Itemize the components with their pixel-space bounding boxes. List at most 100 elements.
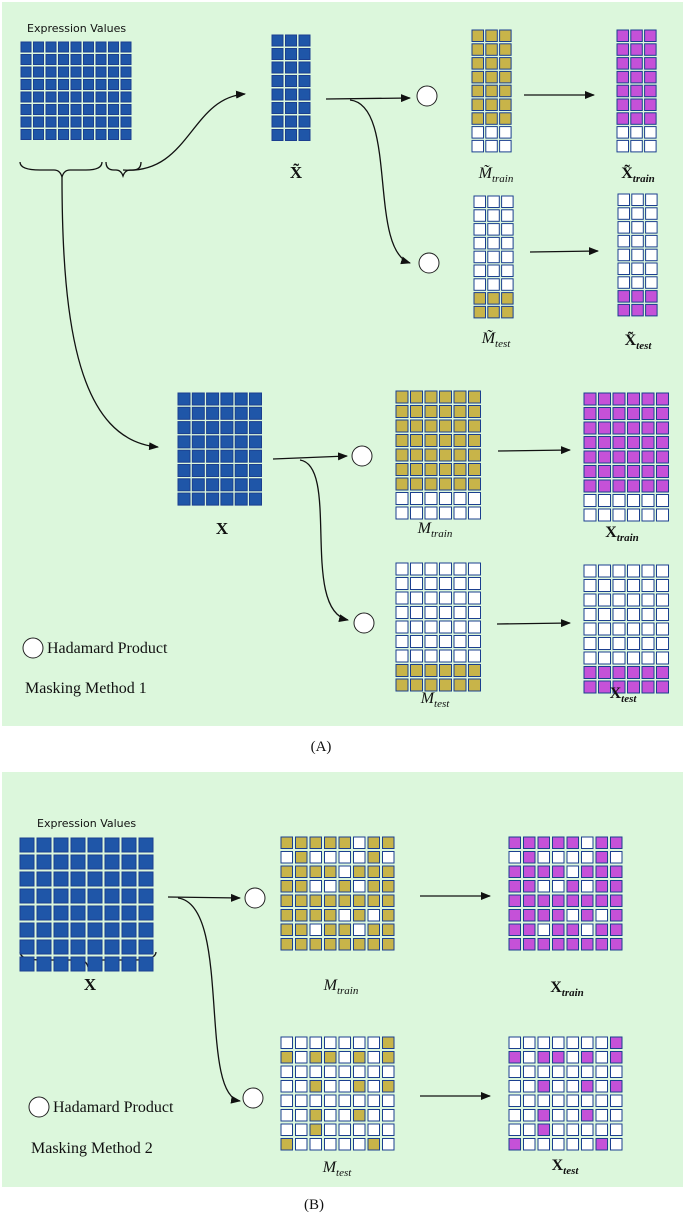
matrix-cell: [617, 303, 630, 317]
matrix-cell: [120, 66, 132, 78]
matrix-cell: [598, 465, 611, 478]
matrix-cell: [656, 637, 669, 650]
matrix-cell: [566, 1094, 579, 1107]
matrix-cell: [598, 666, 611, 679]
matrix-cell: [410, 606, 423, 619]
matrix-cell: [610, 1036, 623, 1049]
matrix-cell: [424, 664, 438, 677]
matrix-cell: [583, 651, 597, 665]
matrix-cell: [285, 115, 297, 128]
matrix-cell: [537, 1138, 550, 1151]
matrix-cell: [424, 419, 438, 433]
matrix-cell: [616, 84, 629, 98]
matrix-cell: [382, 1080, 395, 1093]
matrix-cell: [367, 880, 380, 893]
matrix-cell: [298, 61, 311, 74]
matrix-cell: [537, 1036, 550, 1049]
matrix-cell: [627, 593, 640, 607]
matrix-cell: [395, 390, 409, 404]
matrix-cell: [58, 54, 69, 65]
matrix-cell: [508, 865, 521, 878]
matrix-cell: [617, 290, 630, 303]
label-m-test: Mtest: [420, 690, 451, 710]
matrix-cell: [285, 61, 297, 74]
matrix-cell: [537, 851, 550, 864]
matrix-cell: [120, 54, 132, 65]
matrix-cell: [271, 48, 284, 60]
legend-circle: [28, 1096, 50, 1118]
matrix-cell: [53, 922, 69, 938]
matrix-cell: [121, 956, 137, 972]
matrix-cell: [508, 851, 521, 864]
matrix-cell: [353, 865, 366, 878]
matrix-cell: [70, 871, 86, 887]
matrix-cell: [324, 923, 337, 936]
matrix-cell: [382, 865, 395, 878]
matrix-cell: [612, 407, 626, 420]
matrix-cell: [499, 29, 512, 42]
matrix-cell: [177, 435, 191, 449]
matrix-cell: [453, 635, 467, 648]
matrix-cell: [338, 880, 351, 893]
matrix-cell: [295, 865, 308, 878]
matrix-cell: [295, 1051, 308, 1064]
matrix-cell: [424, 492, 438, 505]
matrix-cell: [234, 492, 248, 506]
matrix-cell: [610, 851, 623, 864]
matrix-cell: [367, 1138, 380, 1151]
matrix-cell: [656, 465, 669, 478]
matrix-cell: [645, 207, 658, 220]
matrix-cell: [45, 41, 57, 53]
matrix-cell: [581, 1123, 594, 1136]
matrix-cell: [138, 854, 154, 870]
matrix-cell: [468, 678, 481, 692]
matrix-cell: [610, 880, 623, 893]
matrix-cell: [70, 939, 86, 955]
matrix-cell: [83, 116, 94, 128]
matrix-cell: [508, 1051, 521, 1064]
matrix-cell: [177, 421, 191, 435]
matrix-cell: [70, 905, 86, 921]
matrix-cell: [566, 938, 579, 951]
arrow-b-test: [177, 897, 241, 1104]
matrix-cell: [33, 104, 44, 115]
matrix-cell: [471, 43, 484, 56]
matrix-cell: [191, 464, 205, 477]
matrix-cell: [595, 1080, 608, 1093]
matrix-cell: [508, 1094, 521, 1107]
matrix-cell: [595, 923, 608, 936]
matrix-cell: [295, 894, 308, 907]
matrix-cell: [485, 98, 498, 111]
matrix-cell: [439, 419, 452, 433]
matrix-cell: [630, 84, 643, 98]
matrix-cell: [453, 678, 467, 692]
matrix-cell: [439, 448, 452, 462]
matrix-cell: [523, 923, 536, 936]
matrix-cell: [271, 129, 284, 141]
matrix-cell: [468, 635, 481, 648]
matrix-cell: [338, 1065, 351, 1078]
matrix-cell: [485, 112, 498, 125]
matrix-cell: [595, 865, 608, 878]
label-x-test-tilde: X̃test: [625, 330, 653, 352]
matrix-cell: [471, 70, 484, 84]
matrix-cell: [367, 909, 380, 922]
matrix-cell: [583, 564, 597, 578]
matrix-cell: [656, 666, 669, 679]
matrix-cell: [104, 939, 120, 955]
matrix-cell: [324, 1051, 337, 1064]
matrix-cell: [33, 91, 44, 103]
label-x: X: [216, 519, 229, 538]
matrix-cell: [424, 477, 438, 491]
matrix-cell: [108, 79, 119, 90]
matrix-cell: [83, 129, 94, 140]
matrix-cell: [523, 1094, 536, 1107]
matrix-cell: [87, 922, 103, 938]
matrix-cell: [644, 57, 657, 70]
matrix-cell: [367, 938, 380, 951]
matrix-cell: [468, 419, 481, 433]
matrix-cell: [453, 620, 467, 634]
hadamard-circle: [242, 1087, 264, 1109]
matrix-cell: [87, 905, 103, 921]
matrix-cell: [631, 207, 644, 220]
